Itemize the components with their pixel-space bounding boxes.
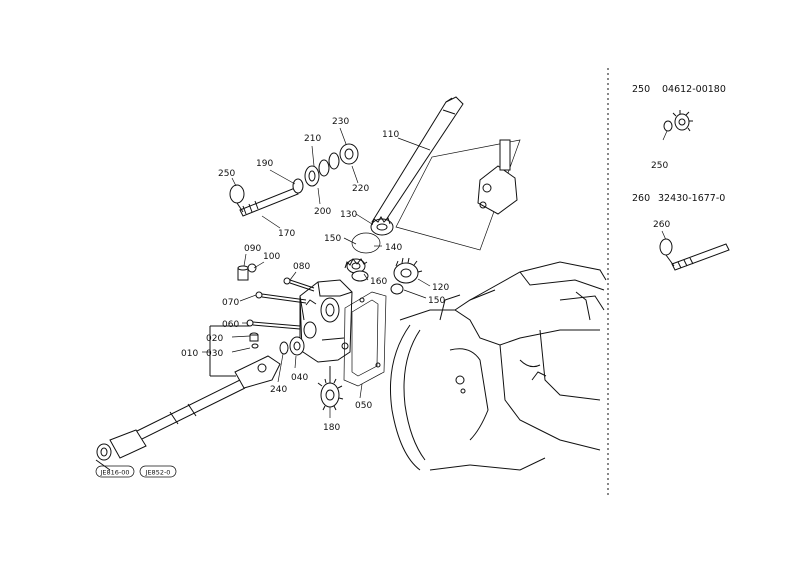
callout-020: 020	[206, 334, 223, 344]
callout-130: 130	[340, 210, 357, 220]
callout-050: 050	[355, 401, 372, 411]
stamp-left: JE816-00	[99, 469, 129, 477]
side-panel-part-250: 250 04612-00180 250	[632, 84, 726, 171]
callout-220: 220	[352, 184, 369, 194]
leader-lines	[202, 127, 431, 418]
part-250-number: 04612-00180	[662, 84, 726, 95]
callout-250: 250	[218, 169, 235, 179]
bearing-stack	[292, 143, 359, 194]
engine-housing	[389, 261, 607, 471]
bolts	[237, 263, 315, 349]
part-250-drawing	[662, 110, 693, 141]
seal-040-240	[279, 336, 305, 356]
callout-180: 180	[323, 423, 340, 433]
callout-060: 060	[222, 320, 239, 330]
part-250-callout: 250	[651, 161, 668, 171]
gear-130-group	[344, 216, 394, 282]
part-260-ref: 260	[632, 193, 650, 204]
callout-150-lower: 150	[428, 296, 445, 306]
callout-120: 120	[432, 283, 449, 293]
catalog-stamps: JE816-00 JE852-0	[95, 465, 177, 478]
universal-joint-shaft	[95, 325, 281, 471]
gasket-050	[343, 291, 387, 387]
callout-200: 200	[314, 207, 331, 217]
callout-110: 110	[382, 130, 399, 140]
side-panel-part-260: 260 32430-1677-0 260	[632, 193, 730, 271]
callout-labels: 250 190 210 230 220 200 170 110 130 150 …	[181, 117, 449, 433]
callout-170: 170	[278, 229, 295, 239]
gear-180	[317, 366, 344, 411]
callout-230: 230	[332, 117, 349, 127]
callout-100: 100	[263, 252, 280, 262]
part-260-drawing	[659, 230, 730, 271]
shaft-170	[229, 184, 299, 217]
callout-090: 090	[244, 244, 261, 254]
part-260-callout: 260	[653, 220, 670, 230]
callout-210: 210	[304, 134, 321, 144]
gear-120-group	[390, 257, 423, 295]
callout-010: 010	[181, 349, 198, 359]
callout-030: 030	[206, 349, 223, 359]
callout-160: 160	[370, 277, 387, 287]
callout-240: 240	[270, 385, 287, 395]
steering-shaft-110	[371, 96, 464, 227]
callout-150-upper: 150	[324, 234, 341, 244]
part-260-number: 32430-1677-0	[658, 193, 725, 204]
callout-070: 070	[222, 298, 239, 308]
callout-190: 190	[256, 159, 273, 169]
callout-080: 080	[293, 262, 310, 272]
shaft-detail-inset	[395, 139, 521, 251]
callout-040: 040	[291, 373, 308, 383]
callout-140: 140	[385, 243, 402, 253]
part-250-ref: 250	[632, 84, 650, 95]
stamp-right: JE852-0	[145, 469, 171, 477]
